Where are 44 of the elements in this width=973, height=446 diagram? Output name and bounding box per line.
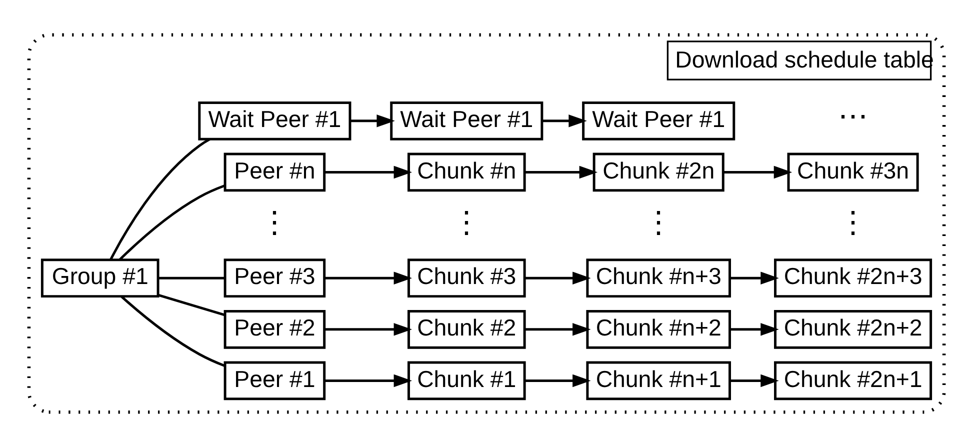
connector [158, 276, 225, 279]
arrow [324, 374, 412, 387]
arrow [524, 374, 591, 387]
node-box: Chunk #3 [407, 258, 526, 298]
node-box: Chunk #2n+2 [774, 309, 932, 348]
label: ⋯ [838, 100, 868, 134]
node-box: Chunk #n+2 [586, 309, 731, 348]
arrow [730, 374, 779, 387]
node-box: Wait Peer #1 [198, 100, 352, 140]
node-box: Wait Peer #1 [582, 100, 736, 140]
node-box: Chunk #2n+1 [774, 360, 932, 400]
connector [118, 184, 225, 260]
connector [120, 295, 225, 366]
arrow [350, 114, 395, 127]
arrow [723, 165, 792, 178]
node-box: Peer #n [224, 152, 326, 192]
arrow [324, 165, 412, 178]
label: ⋮ [838, 206, 868, 239]
arrow [324, 271, 412, 284]
node-box: Peer #1 [224, 360, 326, 400]
node-box: Chunk #n+3 [586, 258, 731, 298]
node-box: Chunk #n [407, 152, 526, 192]
label: ⋮ [452, 206, 482, 239]
node-box: Peer #2 [224, 309, 326, 348]
arrow [524, 322, 591, 336]
node-box: Peer #3 [224, 258, 326, 298]
arrow [524, 165, 598, 178]
arrow [730, 322, 779, 336]
arrow [324, 322, 412, 336]
node-box: Group #1 [40, 258, 160, 298]
connector [110, 138, 210, 260]
node-box: Chunk #1 [407, 360, 526, 400]
node-box: Chunk #3n [787, 152, 919, 192]
node-box: Chunk #2n+3 [774, 258, 932, 298]
label: ⋮ [644, 206, 674, 239]
node-box: Chunk #2n [592, 152, 724, 192]
node-box: Chunk #n+1 [586, 360, 731, 400]
arrow [542, 114, 587, 127]
label: ⋮ [260, 206, 290, 239]
node-box: Wait Peer #1 [390, 100, 544, 140]
arrow [524, 271, 591, 284]
connector [158, 293, 225, 316]
node-box: Chunk #2 [407, 309, 526, 348]
arrow [730, 271, 779, 284]
